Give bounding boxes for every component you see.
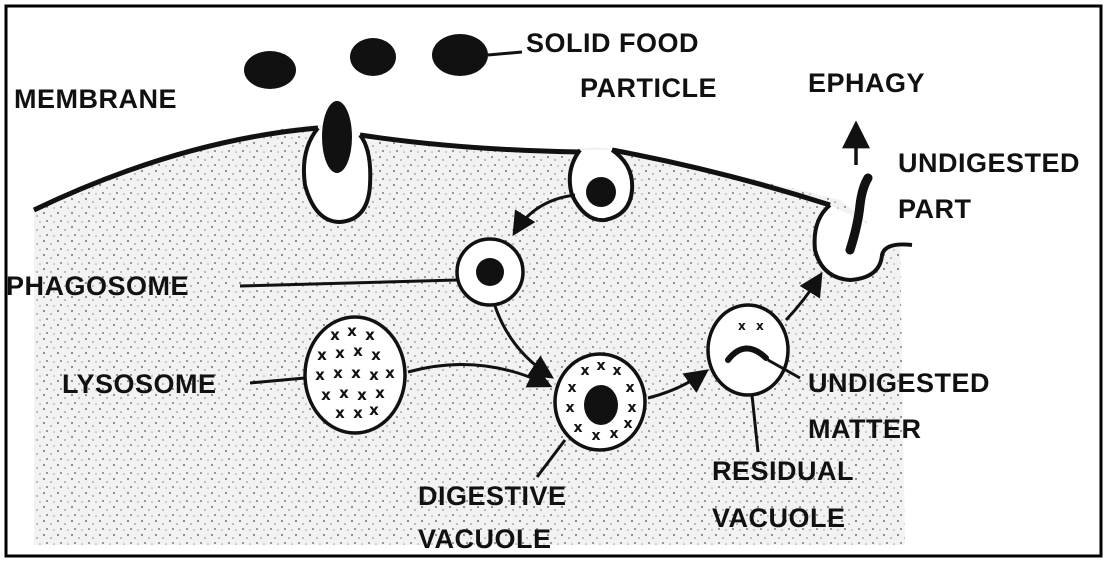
svg-text:x: x (321, 386, 331, 404)
label-membrane: MEMBRANE (14, 84, 177, 114)
label-ephagy: EPHAGY (808, 68, 925, 98)
svg-text:x: x (623, 416, 632, 432)
svg-text:x: x (335, 344, 345, 362)
svg-text:x: x (330, 326, 340, 344)
svg-text:x: x (375, 384, 385, 402)
svg-text:x: x (738, 319, 746, 333)
svg-text:x: x (357, 386, 367, 404)
label-solid-food-line1: SOLID FOOD (526, 28, 699, 58)
food-particle-1 (244, 51, 296, 89)
svg-text:x: x (625, 380, 634, 396)
svg-text:x: x (565, 400, 574, 416)
label-residual-line1: RESIDUAL (712, 456, 854, 486)
label-lysosome: LYSOSOME (62, 369, 217, 399)
label-digestive-line1: DIGESTIVE (418, 481, 567, 511)
svg-text:x: x (573, 420, 582, 436)
svg-text:x: x (353, 342, 363, 360)
label-undigested-matter-line1: UNDIGESTED (808, 368, 990, 398)
svg-text:x: x (609, 426, 618, 442)
svg-text:x: x (353, 404, 363, 422)
digestive-vacuole-food (584, 385, 618, 425)
svg-text:x: x (567, 380, 576, 396)
svg-text:x: x (612, 363, 621, 379)
label-undigested-matter-line2: MATTER (808, 414, 921, 444)
svg-text:x: x (351, 364, 361, 382)
label-phagosome: PHAGOSOME (6, 271, 189, 301)
svg-text:x: x (385, 364, 395, 382)
svg-text:x: x (756, 319, 764, 333)
svg-text:x: x (596, 358, 605, 374)
svg-text:x: x (347, 322, 357, 340)
svg-text:x: x (369, 401, 379, 419)
svg-text:x: x (335, 404, 345, 422)
svg-text:x: x (371, 346, 381, 364)
entering-food-particle (322, 101, 352, 173)
svg-text:x: x (580, 363, 589, 379)
svg-text:x: x (365, 326, 375, 344)
vesicle-food-particle (586, 177, 616, 207)
label-undigested-part-line1: UNDIGESTED (898, 148, 1080, 178)
solid-food-leader-line (488, 52, 522, 55)
svg-text:x: x (315, 366, 325, 384)
svg-text:x: x (369, 366, 379, 384)
label-undigested-part-line2: PART (898, 194, 972, 224)
food-particle-2 (350, 38, 396, 76)
label-digestive-line2: VACUOLE (418, 524, 552, 554)
label-residual-line2: VACUOLE (712, 503, 846, 533)
svg-text:x: x (333, 364, 343, 382)
svg-text:x: x (317, 346, 327, 364)
phagosome-food-particle (476, 258, 504, 286)
svg-text:x: x (591, 428, 600, 444)
svg-text:x: x (339, 384, 349, 402)
food-particle-3 (432, 34, 488, 76)
svg-text:x: x (627, 400, 636, 416)
label-solid-food-line2: PARTICLE (580, 73, 717, 103)
